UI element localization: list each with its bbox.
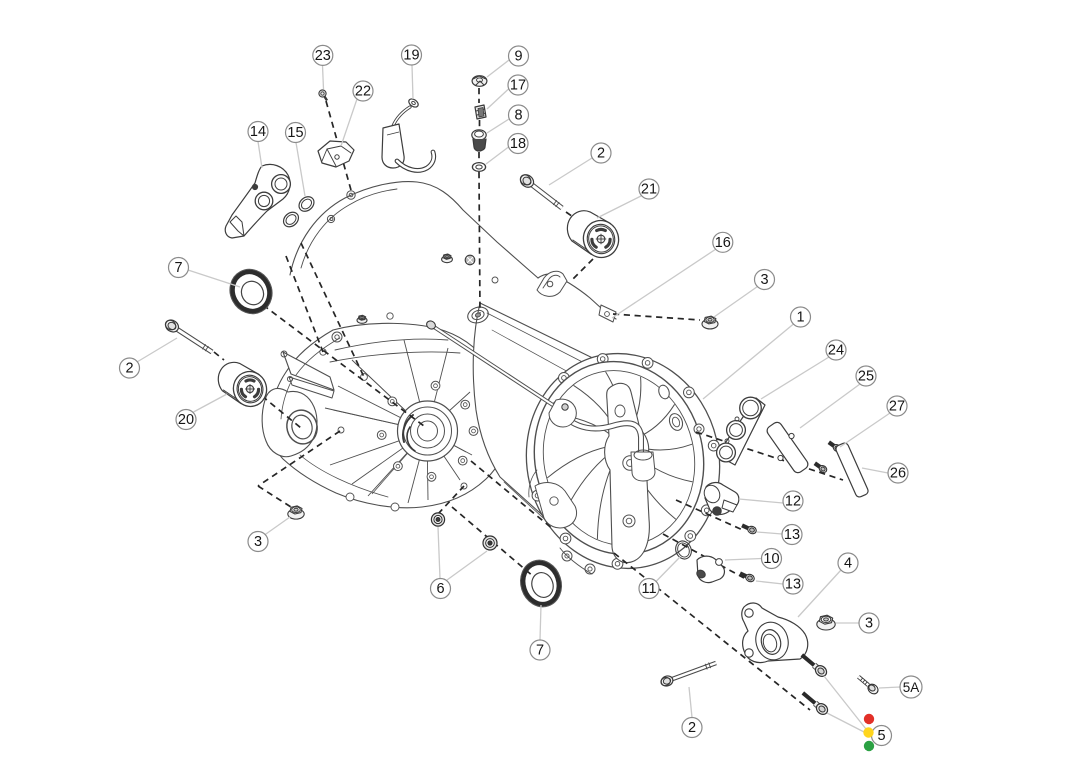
svg-text:6: 6	[436, 581, 444, 597]
svg-text:3: 3	[254, 534, 262, 550]
svg-text:19: 19	[403, 48, 419, 64]
svg-text:8: 8	[514, 108, 522, 124]
svg-text:12: 12	[785, 494, 801, 510]
svg-text:13: 13	[785, 577, 801, 593]
svg-text:24: 24	[828, 343, 844, 359]
svg-text:5: 5	[877, 728, 885, 744]
svg-text:25: 25	[858, 369, 874, 385]
svg-text:7: 7	[536, 643, 544, 659]
svg-text:7: 7	[174, 260, 182, 276]
svg-text:17: 17	[510, 78, 526, 94]
svg-text:20: 20	[178, 412, 194, 428]
svg-text:18: 18	[510, 136, 526, 152]
svg-text:22: 22	[355, 84, 371, 100]
svg-text:27: 27	[889, 399, 905, 415]
svg-text:16: 16	[715, 235, 731, 251]
svg-text:9: 9	[514, 49, 522, 65]
svg-text:1: 1	[796, 310, 804, 326]
svg-text:11: 11	[641, 581, 656, 597]
svg-text:14: 14	[250, 124, 266, 140]
svg-text:2: 2	[688, 720, 696, 736]
svg-text:15: 15	[287, 125, 303, 141]
svg-text:3: 3	[760, 272, 768, 288]
svg-text:13: 13	[784, 527, 800, 543]
svg-text:10: 10	[763, 551, 779, 567]
svg-text:26: 26	[890, 466, 906, 482]
svg-text:21: 21	[641, 182, 657, 198]
svg-text:2: 2	[125, 361, 133, 377]
svg-text:23: 23	[315, 48, 331, 64]
svg-text:3: 3	[865, 616, 873, 632]
svg-text:2: 2	[597, 146, 605, 162]
svg-text:5A: 5A	[903, 680, 920, 695]
svg-text:4: 4	[844, 556, 852, 572]
